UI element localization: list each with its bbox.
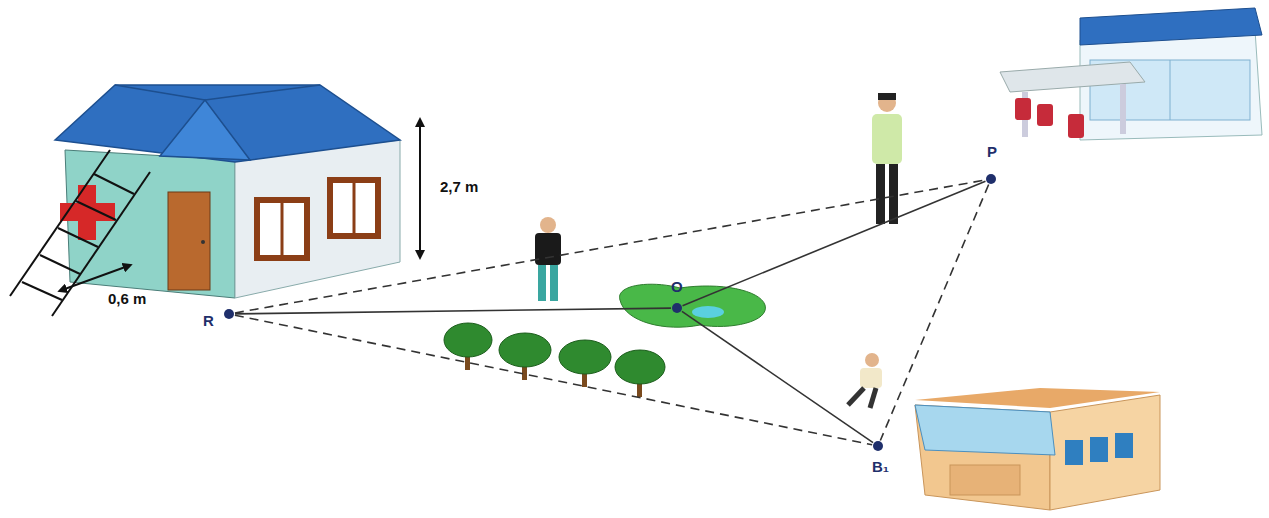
person [848, 353, 882, 408]
ladder [10, 150, 150, 316]
point-marker: O [671, 302, 683, 314]
gas-station [1000, 8, 1262, 140]
solid-path [683, 181, 986, 305]
solid-path [235, 308, 671, 314]
point-label: R [203, 312, 214, 329]
solid-path [682, 311, 873, 442]
dashed-path [235, 180, 985, 313]
health-post [55, 85, 400, 298]
point-marker: P [985, 173, 997, 185]
point-label: B₁ [872, 458, 889, 475]
point-label: P [987, 143, 997, 160]
dimension-label: 0,6 m [108, 290, 146, 307]
point-dot [671, 302, 683, 314]
water [692, 306, 724, 318]
shop [915, 388, 1160, 510]
distance-arrow [62, 266, 128, 290]
dashed-path [880, 185, 988, 441]
point-marker: B₁ [872, 440, 884, 452]
point-marker: R [223, 308, 235, 320]
point-label: O [671, 278, 683, 295]
dimension-label: 2,7 m [440, 178, 478, 195]
person [872, 93, 902, 224]
trees [444, 323, 665, 397]
height-arrow [419, 122, 421, 255]
point-dot [223, 308, 235, 320]
point-dot [985, 173, 997, 185]
dashed-path [235, 315, 872, 445]
pond [620, 284, 766, 327]
point-dot [872, 440, 884, 452]
